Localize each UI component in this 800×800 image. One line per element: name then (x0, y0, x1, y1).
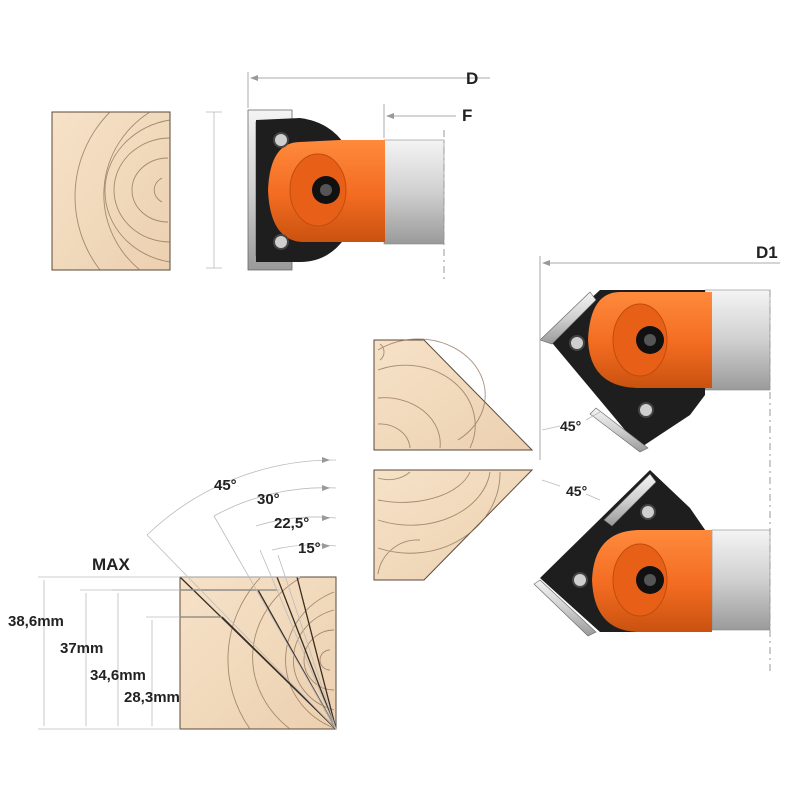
angle-15: 15° (298, 540, 321, 557)
wood-piece-upper-chamfer (373, 338, 534, 451)
wood-block-top-left (51, 111, 171, 271)
dimension-d: D (247, 69, 490, 108)
wood-block-bottom-left (179, 576, 337, 730)
angle-22-5: 22,5° (274, 515, 309, 532)
height-34-6: 34,6mm (90, 667, 146, 684)
angle-45-right-lower: 45° (566, 483, 587, 499)
label-d1: D1 (756, 243, 778, 262)
label-d: D (466, 69, 478, 88)
cutter-right-lower (533, 290, 771, 672)
cutter-right-upper (539, 289, 771, 453)
dimension-f: F (383, 104, 472, 138)
label-max: MAX (92, 555, 130, 574)
height-dimensions: 38,6mm 37mm 34,6mm 28,3mm (8, 576, 300, 730)
angle-fan: 45° 30° 22,5° 15° (146, 457, 337, 730)
label-f: F (462, 106, 472, 125)
angle-45-right-upper: 45° (560, 418, 581, 434)
height-38-6: 38,6mm (8, 613, 64, 630)
wood-piece-lower-chamfer (373, 469, 534, 581)
dimension-d1: D1 (539, 243, 780, 460)
height-37: 37mm (60, 640, 103, 657)
cutter-top-side-view (206, 109, 445, 282)
height-28-3: 28,3mm (124, 689, 180, 706)
angle-marks-right: 45° 45° (541, 411, 601, 501)
angle-45-top: 45° (214, 477, 237, 494)
angle-30: 30° (257, 491, 280, 508)
